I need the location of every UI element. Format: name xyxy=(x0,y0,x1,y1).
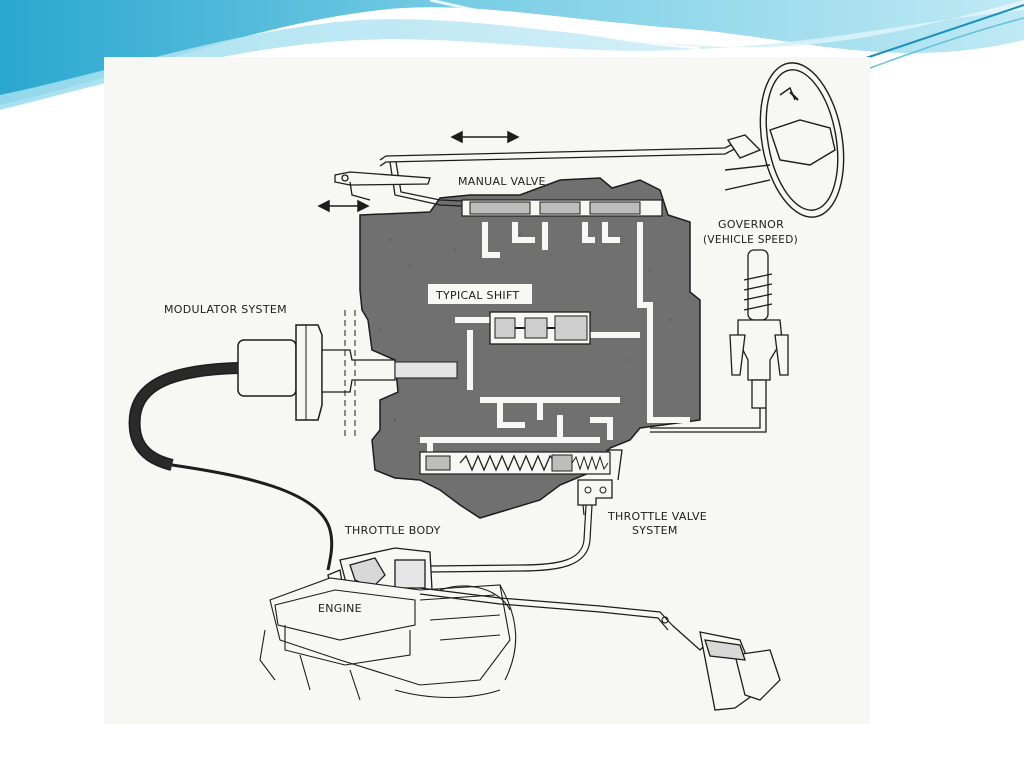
label-throttle-body: THROTTLE BODY xyxy=(344,524,441,537)
label-modulator-system: MODULATOR SYSTEM xyxy=(164,303,287,316)
label-manual-valve: MANUAL VALVE xyxy=(458,175,546,188)
label-throttle-valve-system: SYSTEM xyxy=(632,524,678,537)
accelerator-pedal xyxy=(671,624,781,711)
linkage-motion-arrows xyxy=(317,130,520,213)
engine xyxy=(259,577,517,701)
steering-wheel xyxy=(724,62,845,218)
accelerator-linkage xyxy=(419,587,673,631)
label-governor: GOVERNOR xyxy=(718,218,784,231)
manual-valve-spool xyxy=(461,199,663,217)
label-governor-vehicle-speed: (VEHICLE SPEED) xyxy=(703,234,798,246)
label-typical-shift: TYPICAL SHIFT xyxy=(435,289,519,302)
label-engine: ENGINE xyxy=(318,602,362,615)
throttle-valve-lever xyxy=(577,449,623,506)
governor xyxy=(650,249,789,433)
valve-body-casting xyxy=(359,177,701,519)
throttle-valve-cable xyxy=(429,504,593,573)
label-typical-shift-box xyxy=(428,284,532,304)
throttle-valve-spring xyxy=(419,451,611,475)
vacuum-modulator xyxy=(237,310,458,440)
label-throttle-valve: THROTTLE VALVE xyxy=(607,510,707,523)
shift-valve-spool xyxy=(489,311,591,345)
modulator-vacuum-hose xyxy=(128,362,334,571)
